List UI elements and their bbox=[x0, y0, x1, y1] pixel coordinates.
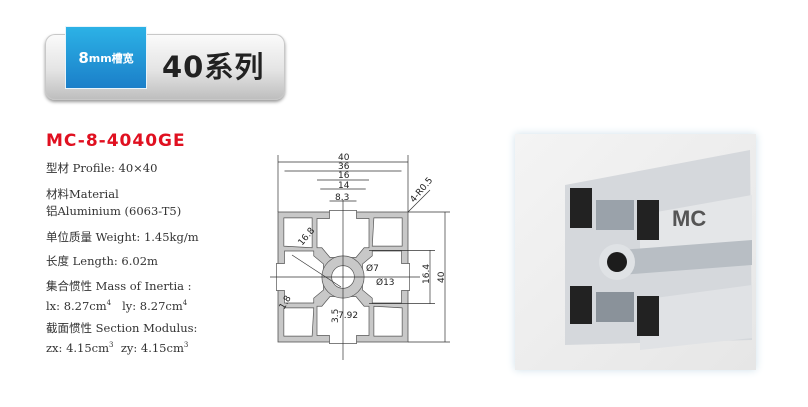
dim-width-14: 14 bbox=[338, 181, 350, 191]
dim-slot-8-3: 8.3 bbox=[335, 193, 349, 203]
dim-height-16-4: 16.4 bbox=[422, 264, 432, 284]
material-value: 铝Aluminium (6063-T5) bbox=[46, 204, 182, 218]
inertia-x: lx: 8.27cm bbox=[46, 298, 107, 313]
dimension-lines bbox=[270, 155, 450, 360]
inertia-label: 集合惯性 Mass of Inertia : bbox=[46, 279, 192, 293]
spec-weight: 单位质量 Weight: 1.45kg/m bbox=[46, 230, 199, 244]
dimension-line bbox=[291, 254, 342, 288]
modulus-y: zy: 4.15cm bbox=[120, 340, 184, 355]
spec-profile: 型材 Profile: 40×40 bbox=[46, 161, 158, 175]
modulus-x: zx: 4.15cm bbox=[46, 340, 110, 355]
dim-7-92: 7.92 bbox=[338, 311, 358, 321]
inertia-y: ly: 8.27cm bbox=[122, 298, 183, 313]
photo-logo: MC bbox=[672, 206, 706, 231]
dimension-line bbox=[407, 189, 431, 213]
corner-cavity bbox=[371, 217, 403, 247]
inertia-y-exp: 4 bbox=[182, 299, 188, 307]
profile-photo-art: MC bbox=[565, 150, 752, 350]
dim-hole-7: Ø7 bbox=[366, 263, 379, 274]
dim-radius: 4-R0.5 bbox=[409, 176, 436, 205]
dim-3-5: 3.5 bbox=[331, 309, 341, 323]
spec-length: 长度 Length: 6.02m bbox=[46, 254, 158, 268]
series-title: 40系列 bbox=[162, 50, 265, 84]
dim-width-16: 16 bbox=[338, 171, 350, 181]
model-number: MC-8-4040GE bbox=[46, 131, 186, 151]
dim-height-40: 40 bbox=[437, 271, 447, 283]
corner-cavity bbox=[283, 217, 313, 249]
corner-cavity bbox=[283, 307, 315, 337]
corner-cavity bbox=[373, 305, 403, 337]
inertia-x-exp: 4 bbox=[106, 299, 112, 307]
modulus-y-exp: 3 bbox=[183, 341, 189, 349]
slot-width-value: 8 bbox=[78, 48, 89, 67]
modulus-x-exp: 3 bbox=[109, 341, 114, 349]
dim-width-36: 36 bbox=[338, 162, 350, 172]
dim-width-40: 40 bbox=[338, 153, 350, 163]
slot-width-unit: mm槽宽 bbox=[88, 51, 134, 65]
material-label: 材料Material bbox=[46, 187, 119, 201]
spec-modulus: 截面惯性 Section Modulus:zx: 4.15cm3 zy: 4.1… bbox=[46, 320, 197, 357]
modulus-label: 截面惯性 Section Modulus: bbox=[46, 321, 198, 335]
spec-material: 材料Material 铝Aluminium (6063-T5) bbox=[46, 186, 181, 220]
spec-inertia: 集合惯性 Mass of Inertia :lx: 8.27cm4 ly: 8.… bbox=[46, 278, 192, 315]
dim-core-13: Ø13 bbox=[376, 277, 395, 288]
